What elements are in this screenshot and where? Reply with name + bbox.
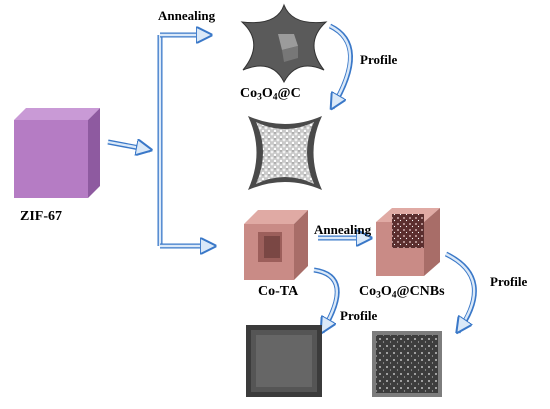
co3o4c-label: Co3O4@C xyxy=(240,86,301,102)
co3o4c-sub2: 4 xyxy=(272,92,278,103)
profile-label-1: Profile xyxy=(360,52,398,67)
profile-arrow-3 xyxy=(444,251,477,332)
profile-label-3: Profile xyxy=(490,274,528,289)
co3o4c-star xyxy=(240,3,328,84)
co3o4c-section xyxy=(248,116,322,190)
co3o4cnbs-label: Co3O4@CNBs xyxy=(359,284,445,300)
profile-arrow-2 xyxy=(313,267,340,332)
cota-section xyxy=(246,325,322,397)
profile-label-2: Profile xyxy=(340,308,378,323)
cota-label: Co-TA xyxy=(258,284,299,299)
annealing-mid-label: Annealing xyxy=(314,222,372,237)
zif67-cube xyxy=(14,108,100,198)
co3o4cnbs-suffix: @CNBs xyxy=(396,284,445,299)
co3o4c-sub1: 3 xyxy=(257,92,262,103)
co3o4cnbs-sub1: 3 xyxy=(376,290,381,301)
co3o4cnbs-cube xyxy=(376,208,440,276)
annealing-top-label: Annealing xyxy=(158,8,216,23)
co3o4c-mid: O xyxy=(261,86,273,101)
cota-cube xyxy=(244,210,308,280)
co3o4c-base: Co xyxy=(240,86,258,101)
co3o4c-suffix: @C xyxy=(277,86,301,101)
profile-arrow-1 xyxy=(328,23,353,108)
co3o4cnbs-mid: O xyxy=(380,284,392,299)
co3o4cnbs-section xyxy=(372,331,442,397)
co3o4cnbs-sub2: 4 xyxy=(391,290,397,301)
co3o4cnbs-base: Co xyxy=(359,284,377,299)
zif67-label: ZIF-67 xyxy=(20,209,62,224)
split-bracket xyxy=(107,35,214,246)
